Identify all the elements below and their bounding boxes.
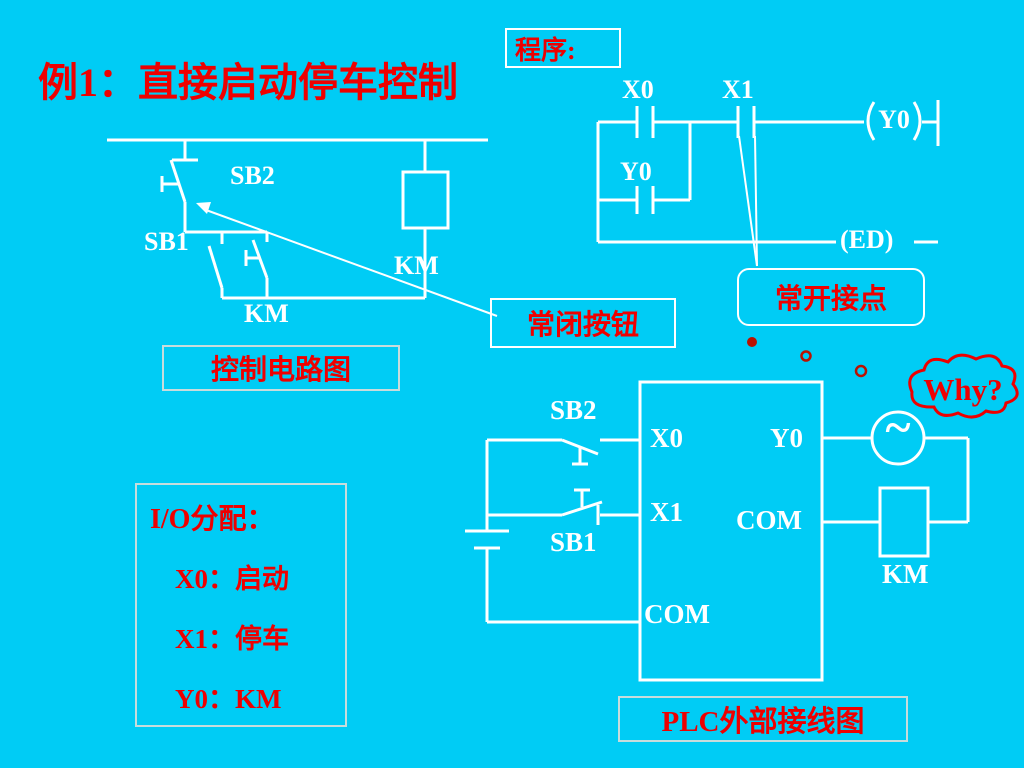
ac-source-symbol: ~	[885, 401, 911, 454]
why-callout-text: Why?	[923, 372, 1003, 407]
ladder-y0-coil-label: Y0	[878, 105, 910, 134]
plc-wiring-lines	[465, 380, 970, 682]
plc-y0-label: Y0	[770, 423, 803, 453]
io-item-x1: X1：停车	[175, 624, 289, 654]
plc-x1-label: X1	[650, 497, 683, 527]
no-contact-callout-text: 常开接点	[774, 284, 887, 315]
control-km-coil-label: KM	[394, 251, 439, 280]
ladder-end-label: (ED)	[840, 225, 894, 254]
control-circuit-caption-box: 控制电路图	[162, 345, 400, 391]
control-sb1-label: SB1	[144, 227, 189, 256]
plc-caption-box: PLC外部接线图	[618, 696, 908, 742]
plc-com-right-label: COM	[736, 505, 802, 535]
plc-km-label: KM	[882, 559, 929, 589]
io-item-y0: Y0：KM	[175, 684, 282, 714]
ladder-diagram-lines	[596, 100, 940, 244]
control-km-contact-label: KM	[244, 299, 289, 328]
control-circuit-lines	[107, 138, 488, 300]
io-panel-heading: I/O分配：	[150, 504, 275, 535]
program-label: 程序:	[515, 35, 576, 65]
plc-caption: PLC外部接线图	[661, 706, 865, 738]
page-title: 例1：直接启动停车控制	[38, 60, 458, 105]
plc-com-bottom-label: COM	[644, 599, 710, 629]
no-annotation-lines	[738, 135, 758, 267]
io-item-x0: X0：启动	[175, 564, 289, 594]
io-panel: I/O分配： X0：启动 X1：停车 Y0：KM	[135, 483, 347, 727]
plc-sb2-label: SB2	[550, 395, 597, 425]
no-contact-callout: 常开接点	[737, 268, 925, 326]
plc-x0-label: X0	[650, 423, 683, 453]
nc-button-callout: 常闭按钮	[490, 298, 676, 348]
nc-button-callout-text: 常闭按钮	[526, 310, 639, 341]
plc-sb1-label: SB1	[550, 527, 597, 557]
program-label-box: 程序:	[505, 28, 621, 68]
ladder-x0-label: X0	[622, 75, 654, 104]
nc-annotation-arrow	[196, 202, 498, 317]
control-sb2-label: SB2	[230, 161, 275, 190]
control-circuit-caption: 控制电路图	[210, 355, 351, 386]
thought-trail-dots	[747, 337, 868, 378]
why-cloud-shape	[908, 353, 1019, 419]
ladder-x1-label: X1	[722, 75, 754, 104]
ladder-y0-contact-label: Y0	[620, 157, 652, 186]
